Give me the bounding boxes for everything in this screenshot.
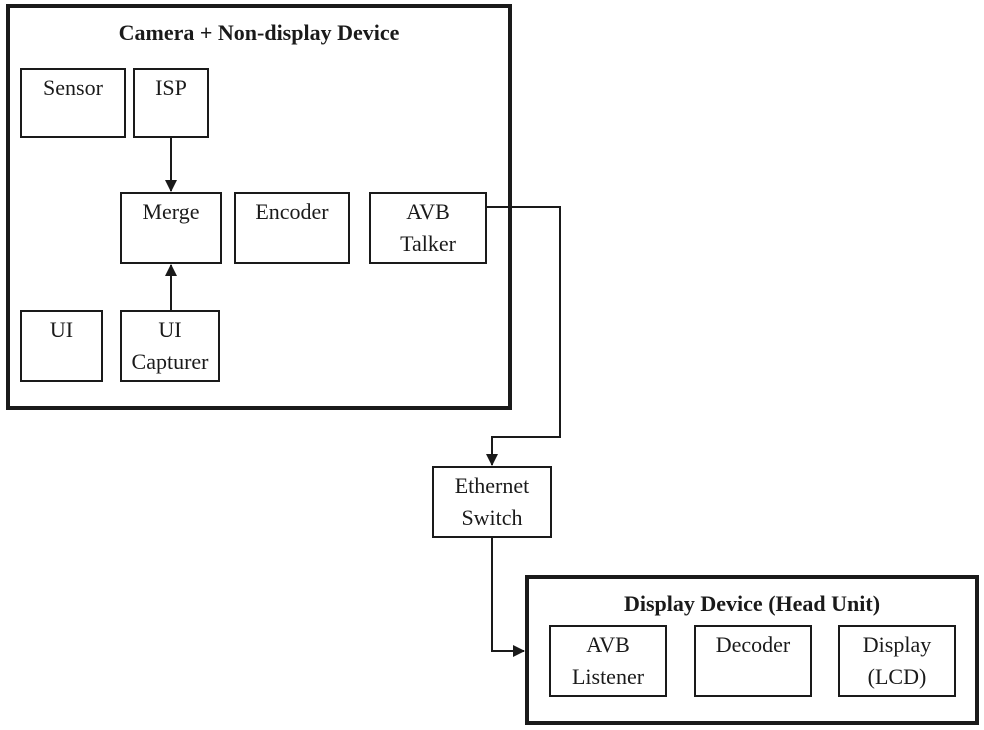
avb-listener-label-line1: AVB <box>586 632 630 657</box>
display-lcd-node: Display (LCD) <box>838 625 956 697</box>
sensor-label: Sensor <box>43 75 103 100</box>
ethernet-switch-label-line2: Switch <box>461 505 523 530</box>
ui-capturer-label-line2: Capturer <box>131 349 209 374</box>
ui-label: UI <box>49 317 74 342</box>
decoder-label: Decoder <box>715 632 791 657</box>
arrow-ethernet-switch-to-avb-listener <box>491 538 525 657</box>
camera-device-title: Camera + Non-display Device <box>118 20 400 45</box>
avb-talker-label-line2: Talker <box>400 231 456 256</box>
ethernet-switch-label-line1: Ethernet <box>454 473 530 498</box>
ui-capturer-label-line1: UI <box>158 317 182 342</box>
isp-label: ISP <box>155 75 187 100</box>
sensor-node: Sensor <box>20 68 126 138</box>
avb-talker-label-line1: AVB <box>406 199 450 224</box>
ethernet-switch-node: Ethernet Switch <box>432 466 552 538</box>
encoder-node: Encoder <box>234 192 350 264</box>
avb-listener-node: AVB Listener <box>549 625 667 697</box>
encoder-label: Encoder <box>255 199 329 224</box>
display-lcd-label-line1: Display <box>862 632 932 657</box>
decoder-node: Decoder <box>694 625 812 697</box>
avb-talker-node: AVB Talker <box>369 192 487 264</box>
avb-listener-label-line2: Listener <box>571 664 645 689</box>
merge-node: Merge <box>120 192 222 264</box>
display-lcd-label-line2: (LCD) <box>867 664 927 689</box>
merge-label: Merge <box>142 199 200 224</box>
ui-node: UI <box>20 310 103 382</box>
isp-node: ISP <box>133 68 209 138</box>
display-device-title: Display Device (Head Unit) <box>623 591 881 616</box>
ui-capturer-node: UI Capturer <box>120 310 220 382</box>
